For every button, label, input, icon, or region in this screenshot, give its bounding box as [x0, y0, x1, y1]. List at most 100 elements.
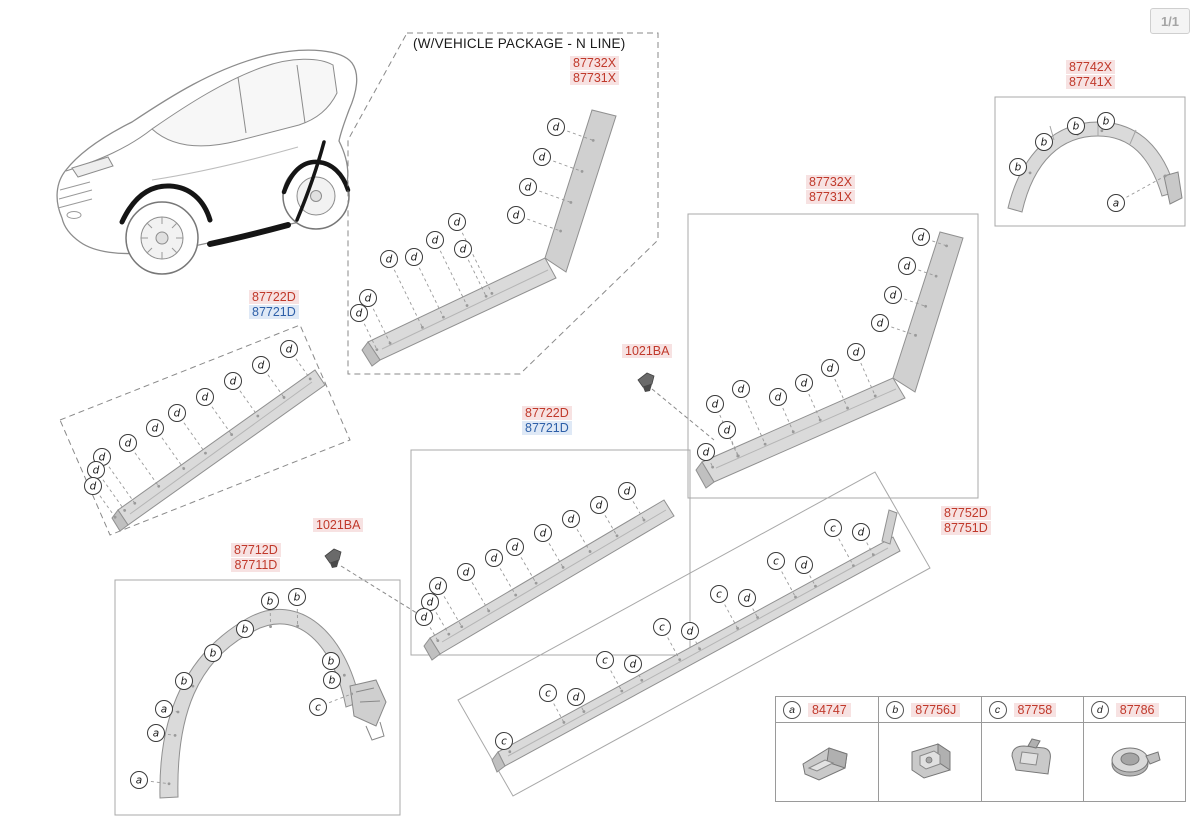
- callout-d[interactable]: d: [884, 286, 902, 304]
- legend-part-number[interactable]: 87786: [1115, 702, 1159, 717]
- svg-text:d: d: [801, 378, 808, 390]
- part-number[interactable]: 87732X: [570, 56, 620, 70]
- part-number[interactable]: 87731X: [806, 190, 856, 204]
- callout-d[interactable]: d: [224, 372, 242, 390]
- svg-text:a: a: [153, 728, 159, 740]
- part-number[interactable]: 87721D: [522, 421, 572, 435]
- callout-d[interactable]: d: [871, 314, 889, 332]
- part-number[interactable]: 87731X: [570, 71, 620, 85]
- callout-d[interactable]: d: [795, 374, 813, 392]
- callout-d[interactable]: d: [852, 523, 870, 541]
- callout-c[interactable]: c: [539, 684, 557, 702]
- svg-text:d: d: [258, 360, 265, 372]
- callout-d[interactable]: d: [821, 359, 839, 377]
- callout-d[interactable]: d: [769, 388, 787, 406]
- callout-d[interactable]: d: [697, 443, 715, 461]
- callout-d[interactable]: d: [519, 178, 537, 196]
- callout-d[interactable]: d: [706, 395, 724, 413]
- leader-endpoint: [441, 315, 445, 319]
- svg-text:c: c: [602, 655, 608, 667]
- callout-c[interactable]: c: [309, 698, 327, 716]
- callout-b[interactable]: b: [175, 672, 193, 690]
- part-number[interactable]: 1021BA: [622, 344, 673, 358]
- callout-d[interactable]: d: [454, 240, 472, 258]
- callout-d[interactable]: d: [681, 622, 699, 640]
- legend-part-number[interactable]: 84747: [808, 702, 851, 717]
- part-number[interactable]: 87742X: [1066, 60, 1116, 74]
- callout-d[interactable]: d: [380, 250, 398, 268]
- callout-d[interactable]: d: [252, 356, 270, 374]
- leader-endpoint: [375, 348, 379, 352]
- callout-d[interactable]: d: [421, 593, 439, 611]
- part-number[interactable]: 1021BA: [313, 518, 364, 532]
- callout-d[interactable]: d: [415, 608, 433, 626]
- callout-d[interactable]: d: [87, 461, 105, 479]
- callout-d[interactable]: d: [547, 118, 565, 136]
- part-number[interactable]: 87752D: [941, 506, 991, 520]
- callout-c[interactable]: c: [824, 519, 842, 537]
- callout-a[interactable]: a: [1107, 194, 1125, 212]
- callout-b[interactable]: b: [322, 652, 340, 670]
- callout-b[interactable]: b: [288, 588, 306, 606]
- callout-d[interactable]: d: [912, 228, 930, 246]
- callout-d[interactable]: d: [84, 477, 102, 495]
- legend-part-number[interactable]: 87756J: [911, 702, 961, 717]
- callout-b[interactable]: b: [1035, 133, 1053, 151]
- callout-d[interactable]: d: [533, 148, 551, 166]
- callout-c[interactable]: c: [710, 585, 728, 603]
- callout-b[interactable]: b: [236, 620, 254, 638]
- callout-c[interactable]: c: [495, 732, 513, 750]
- callout-d[interactable]: d: [405, 248, 423, 266]
- callout-d[interactable]: d: [350, 304, 368, 322]
- callout-d[interactable]: d: [562, 510, 580, 528]
- callout-d[interactable]: d: [457, 563, 475, 581]
- part-number[interactable]: 87741X: [1066, 75, 1116, 89]
- callout-d[interactable]: d: [168, 404, 186, 422]
- part-number[interactable]: 87732X: [806, 175, 856, 189]
- callout-d[interactable]: d: [618, 482, 636, 500]
- callout-d[interactable]: d: [359, 289, 377, 307]
- callout-d[interactable]: d: [426, 231, 444, 249]
- callout-d[interactable]: d: [119, 434, 137, 452]
- callout-b[interactable]: b: [323, 671, 341, 689]
- callout-d[interactable]: d: [507, 206, 525, 224]
- callout-d[interactable]: d: [196, 388, 214, 406]
- fastener-clip-icon: [324, 548, 342, 568]
- part-number[interactable]: 87712D: [231, 543, 281, 557]
- callout-b[interactable]: b: [204, 644, 222, 662]
- part-number[interactable]: 87711D: [231, 558, 281, 572]
- callout-d[interactable]: d: [146, 419, 164, 437]
- callout-d[interactable]: d: [624, 655, 642, 673]
- callout-d[interactable]: d: [280, 340, 298, 358]
- callout-b[interactable]: b: [1009, 158, 1027, 176]
- callout-b[interactable]: b: [1067, 117, 1085, 135]
- callout-d[interactable]: d: [718, 421, 736, 439]
- callout-d[interactable]: d: [795, 556, 813, 574]
- callout-b[interactable]: b: [261, 592, 279, 610]
- callout-a[interactable]: a: [147, 724, 165, 742]
- callout-d[interactable]: d: [567, 688, 585, 706]
- callout-d[interactable]: d: [847, 343, 865, 361]
- callout-c[interactable]: c: [596, 651, 614, 669]
- callout-d[interactable]: d: [738, 589, 756, 607]
- callout-d[interactable]: d: [732, 380, 750, 398]
- callout-d[interactable]: d: [448, 213, 466, 231]
- callout-b[interactable]: b: [1097, 112, 1115, 130]
- callout-d[interactable]: d: [485, 549, 503, 567]
- legend-part-number[interactable]: 87758: [1013, 702, 1057, 717]
- leader-endpoint: [736, 454, 740, 458]
- legend-icon-clip-c: [982, 723, 1083, 801]
- part-number[interactable]: 87751D: [941, 521, 991, 535]
- callout-d[interactable]: d: [429, 577, 447, 595]
- callout-d[interactable]: d: [506, 538, 524, 556]
- callout-a[interactable]: a: [130, 771, 148, 789]
- callout-d[interactable]: d: [534, 524, 552, 542]
- callout-c[interactable]: c: [767, 552, 785, 570]
- callout-d[interactable]: d: [590, 496, 608, 514]
- part-number[interactable]: 87721D: [249, 305, 299, 319]
- part-number[interactable]: 87722D: [522, 406, 572, 420]
- callout-a[interactable]: a: [155, 700, 173, 718]
- part-number[interactable]: 87722D: [249, 290, 299, 304]
- callout-c[interactable]: c: [653, 618, 671, 636]
- callout-d[interactable]: d: [898, 257, 916, 275]
